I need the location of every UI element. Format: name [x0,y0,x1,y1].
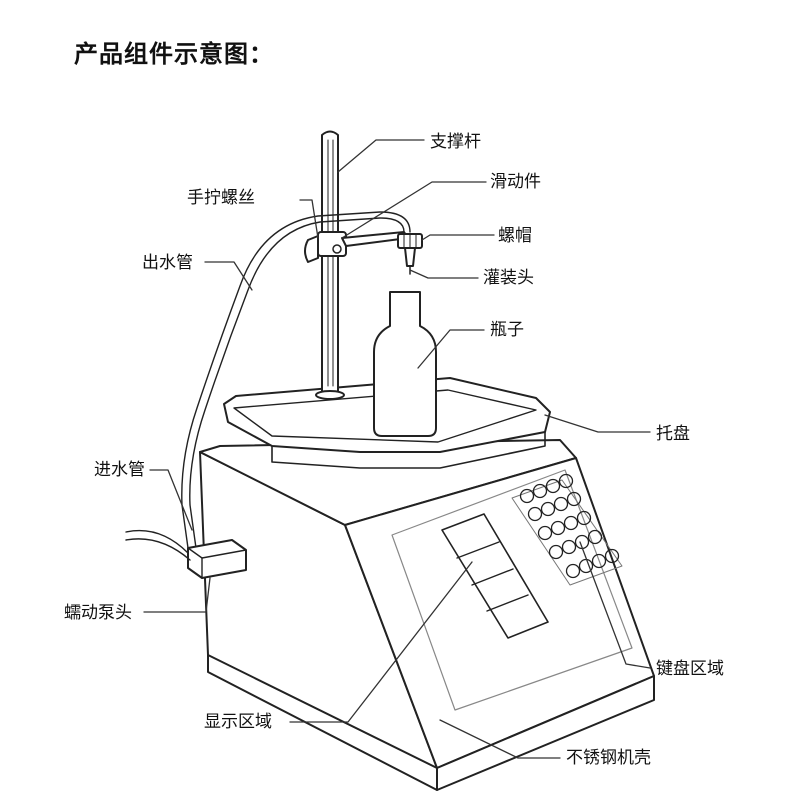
inlet-pipe [125,529,191,561]
label-slider: 滑动件 [490,172,541,192]
page-title: 产品组件示意图： [74,40,274,68]
label-hand-screw: 手拧螺丝 [187,188,255,208]
leader-lines [143,139,651,759]
steel-shell [199,439,655,791]
label-nut-cap: 螺帽 [498,226,532,246]
label-support-rod: 支撑杆 [430,132,481,152]
label-steel-shell: 不锈钢机壳 [566,748,651,768]
label-pump-head: 蠕动泵头 [64,603,132,623]
bottle [373,291,437,437]
label-display-area: 显示区域 [204,712,272,732]
keypad-area [511,473,623,586]
label-filling-head: 灌装头 [483,268,534,288]
support-rod [315,130,345,400]
label-outlet-pipe: 出水管 [142,253,193,273]
label-keypad-area: 键盘区域 [656,659,724,679]
slider-assembly [304,231,423,275]
label-inlet-pipe: 进水管 [94,460,145,480]
label-tray: 托盘 [656,424,690,444]
label-bottle: 瓶子 [490,320,524,340]
display-area [441,513,549,639]
pump-head [187,539,247,579]
front-panel-outline [391,469,633,711]
